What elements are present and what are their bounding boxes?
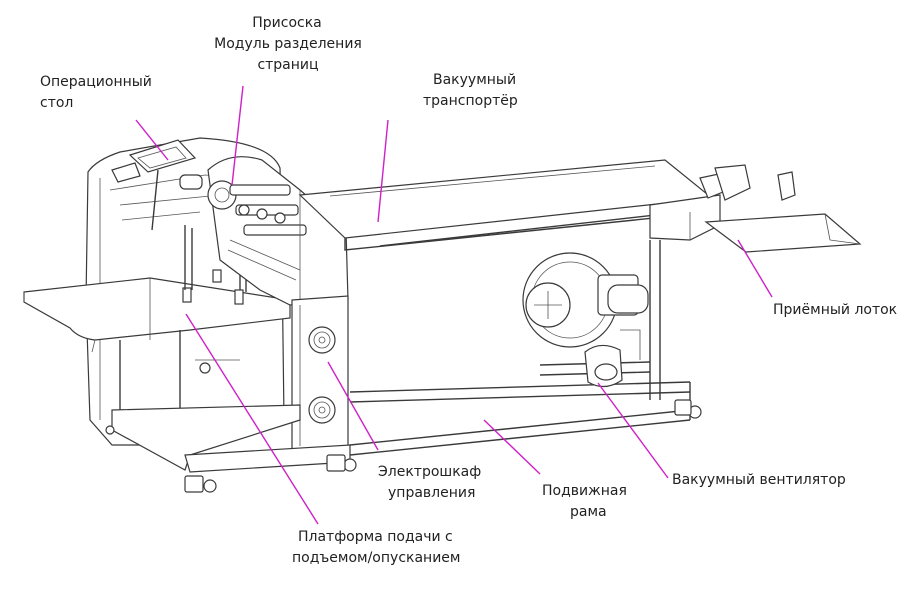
label-separation-module: Модуль разделения (214, 36, 362, 52)
callout-frame-line (483, 419, 541, 475)
label-vacuum-fan: Вакуумный вентилятор (672, 472, 846, 488)
callout-cabinet-line (327, 361, 379, 451)
separation-module (207, 156, 349, 306)
label-movable-frame-2: рама (570, 504, 607, 520)
label-suction: Присоска (252, 15, 322, 31)
callout-table-line (135, 119, 169, 161)
vacuum-fan (522, 252, 649, 388)
label-control-cabinet-1: Электрошкаф (378, 464, 482, 480)
label-control-cabinet-2: управления (388, 485, 476, 501)
vacuum-conveyor (298, 159, 721, 251)
callout-fan-line (597, 382, 669, 479)
receiving-tray (699, 164, 862, 253)
operation-panel-screen (128, 139, 197, 173)
callout-conveyor-line (377, 119, 389, 223)
callout-suction-line (231, 85, 244, 186)
label-operation-table-2: стол (40, 95, 74, 111)
label-operation-table-1: Операционный (40, 74, 152, 90)
callout-platform-line (185, 313, 319, 525)
label-vacuum-conveyor-2: транспортёр (423, 93, 518, 109)
label-movable-frame-1: Подвижная (542, 483, 627, 499)
wheels (105, 399, 702, 493)
label-vacuum-conveyor-1: Вакуумный (433, 72, 517, 88)
label-receiving-tray: Приёмный лоток (773, 302, 898, 318)
label-feed-platform-1: Платформа подачи с (298, 529, 453, 545)
callout-tray-line (737, 239, 773, 298)
control-cabinet (291, 295, 349, 453)
base-frame (111, 240, 691, 473)
operation-table (23, 269, 291, 353)
label-feed-platform-2: подъемом/опусканием (292, 550, 461, 566)
callout-lines (135, 85, 773, 525)
label-pages: страниц (257, 57, 319, 73)
